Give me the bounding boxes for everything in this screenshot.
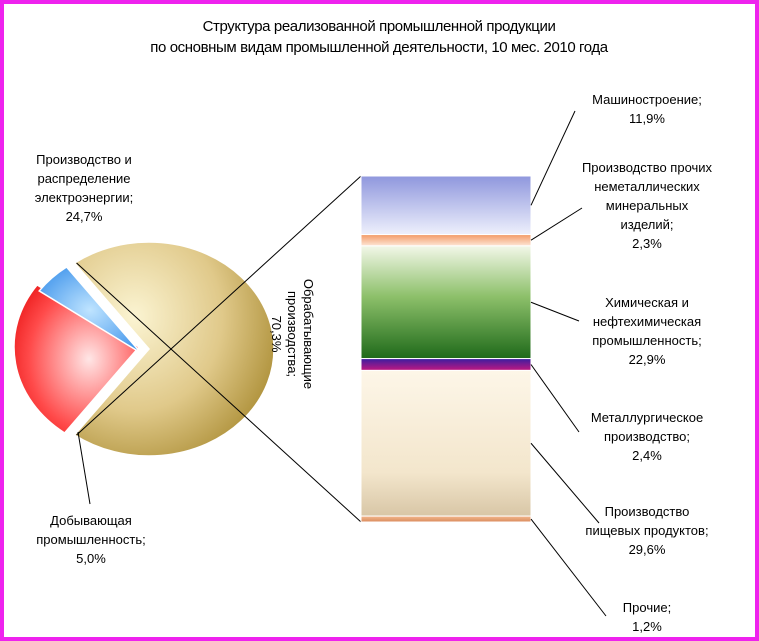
bar-segment bbox=[360, 358, 532, 371]
leader-line bbox=[530, 518, 607, 617]
bar-label-line: изделий; bbox=[620, 217, 673, 232]
leader-line bbox=[530, 207, 583, 241]
bar-label: Металлургическое производство; 2,4% bbox=[591, 410, 703, 463]
pie-label-energy-line: электроэнергии; bbox=[35, 190, 134, 205]
bar-label-line: 11,9% bbox=[629, 111, 665, 126]
bar-label-line: 2,4% bbox=[632, 448, 662, 463]
bar-label-line: 22,9% bbox=[629, 352, 666, 367]
bar-label-line: производство; bbox=[604, 429, 690, 444]
pie-label-energy-line: Производство и bbox=[36, 152, 132, 167]
bar-of-pie-chart: Структура реализованной промышленной про… bbox=[13, 18, 713, 634]
bar-segment bbox=[360, 369, 532, 517]
bar-label-line: 1,2% bbox=[632, 619, 662, 634]
bar-label-line: пищевых продуктов; bbox=[585, 523, 708, 538]
pie-label-mining: Добывающая промышленность; 5,0% bbox=[36, 513, 145, 566]
pie-label-main: Обрабатывающиепроизводства;70,3% bbox=[269, 279, 316, 389]
pie bbox=[13, 241, 275, 457]
chart-title-line-2: по основным видам промышленной деятельно… bbox=[150, 39, 608, 56]
pie-slice bbox=[13, 283, 141, 434]
pie-slice bbox=[38, 266, 142, 354]
leader-line bbox=[530, 364, 580, 433]
pie-label-main-line: 70,3% bbox=[269, 316, 284, 353]
pie-to-bar-connectors bbox=[76, 175, 362, 523]
data-labels: Обрабатывающиепроизводства;70,3% Производ… bbox=[35, 92, 713, 634]
pie-label-energy-line: 24,7% bbox=[66, 209, 103, 224]
bar-label: Производство пищевых продуктов; 29,6% bbox=[585, 504, 708, 557]
bar-label-line: минеральных bbox=[606, 198, 689, 213]
bar-label: Машиностроение; 11,9% bbox=[592, 92, 702, 126]
leader-line bbox=[530, 442, 600, 524]
bar-segment bbox=[360, 175, 532, 236]
bar-label-line: 29,6% bbox=[629, 542, 666, 557]
pie-label-energy: Производство и распределение электроэнерги… bbox=[35, 152, 134, 224]
pie-label-main-line: Обрабатывающие bbox=[301, 279, 316, 389]
pie-label-mining-line: промышленность; bbox=[36, 532, 145, 547]
bar-label-line: нефтехимическая bbox=[593, 314, 701, 329]
bar-segment bbox=[360, 234, 532, 247]
chart-title-line-1: Структура реализованной промышленной про… bbox=[203, 18, 556, 35]
bar-label-line: 2,3% bbox=[632, 236, 662, 251]
pie-label-mining-line: 5,0% bbox=[76, 551, 106, 566]
bar-segment bbox=[360, 245, 532, 360]
bar-label-line: Производство прочих bbox=[582, 160, 713, 175]
bar-label: Химическая и нефтехимическая промышленност… bbox=[592, 295, 701, 367]
bar-label-line: промышленность; bbox=[592, 333, 701, 348]
bar-segment bbox=[360, 515, 532, 523]
leader-line bbox=[77, 431, 91, 505]
leader-line bbox=[530, 110, 576, 206]
pie-label-mining-line: Добывающая bbox=[50, 513, 132, 528]
stacked-bar bbox=[360, 175, 532, 523]
bar-label-line: Металлургическое bbox=[591, 410, 703, 425]
bar-label: Прочие; 1,2% bbox=[623, 600, 671, 634]
bar-label-line: Химическая и bbox=[605, 295, 689, 310]
bar-label-line: неметаллических bbox=[594, 179, 700, 194]
bar-label-line: Прочие; bbox=[623, 600, 671, 615]
connector-line bbox=[76, 262, 362, 523]
connector-line bbox=[76, 175, 362, 436]
bar-label-line: Машиностроение; bbox=[592, 92, 702, 107]
leader-line bbox=[530, 301, 580, 322]
pie-label-energy-line: распределение bbox=[37, 171, 130, 186]
bar-label-line: Производство bbox=[605, 504, 690, 519]
pie-slice bbox=[73, 241, 275, 457]
bar-label: Производство прочих неметаллических минера… bbox=[582, 160, 713, 251]
pie-label-main-line: производства; bbox=[285, 291, 300, 377]
